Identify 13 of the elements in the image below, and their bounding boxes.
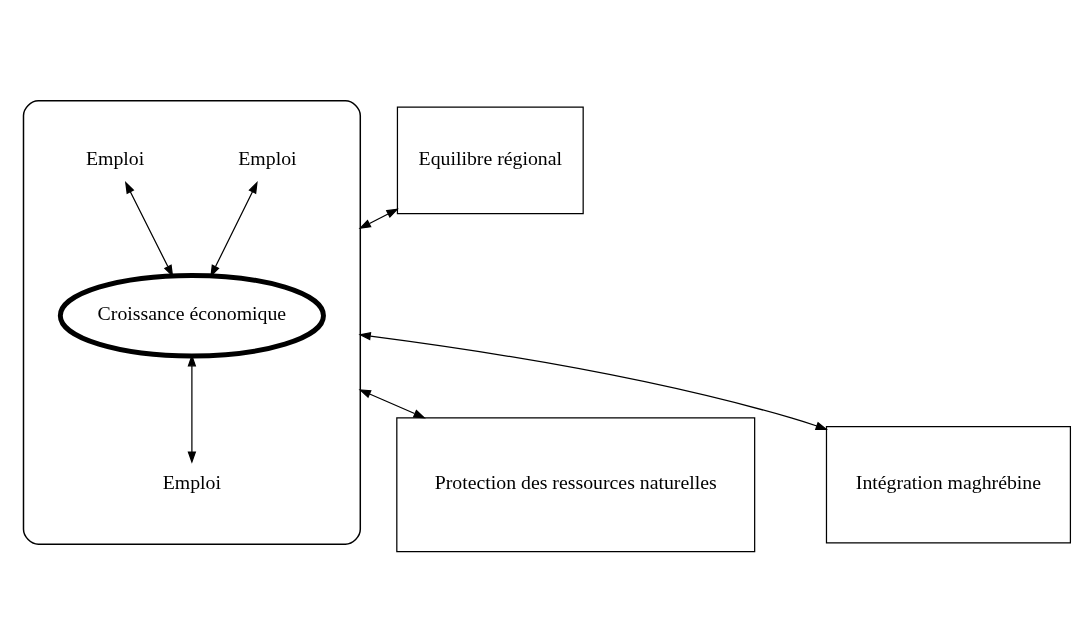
arrow xyxy=(124,180,174,277)
node-box: Intégration maghrébine xyxy=(825,425,1072,543)
arrow xyxy=(358,388,426,418)
node-box: Protection des ressources naturelles xyxy=(396,416,756,552)
node-ellipse: Croissance économique xyxy=(57,272,326,358)
cluster xyxy=(22,99,362,545)
node-text: Emploi xyxy=(238,146,297,169)
node-text: Emploi xyxy=(85,146,145,169)
node-box: Equilibre régional xyxy=(396,105,584,214)
node-text: Emploi xyxy=(162,470,222,493)
arrow xyxy=(358,331,828,430)
arrow xyxy=(358,207,399,229)
arrow xyxy=(210,180,258,277)
